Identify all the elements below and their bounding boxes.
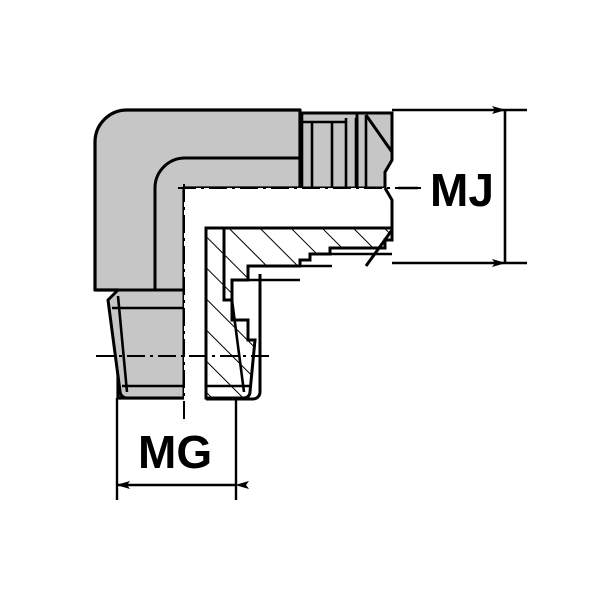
elbow-inner-bend-line — [153, 156, 300, 290]
centerlines-group — [96, 184, 422, 424]
mg-taper-thread-upper — [106, 288, 186, 400]
elbow-body-group — [93, 108, 394, 400]
mg-label: MG — [138, 426, 212, 478]
section-bore-wall-lines — [206, 246, 392, 393]
mj-section-flare-edge — [364, 229, 394, 267]
mg-section-outer-right-edge — [206, 274, 262, 401]
mj-thread-rib-lines — [300, 113, 368, 188]
cross-section-group — [184, 187, 420, 420]
mj-flare-chamfer — [364, 114, 394, 153]
mj-label: MJ — [430, 164, 494, 216]
mj-section-outer-edge — [383, 187, 394, 228]
mj-section-wall-hatch — [222, 226, 394, 302]
dimension-mg: MG — [115, 398, 249, 500]
dimension-mj: MJ — [392, 106, 527, 267]
mg-root-taper-line — [116, 295, 129, 393]
mj-section-seam-lines — [248, 264, 332, 282]
